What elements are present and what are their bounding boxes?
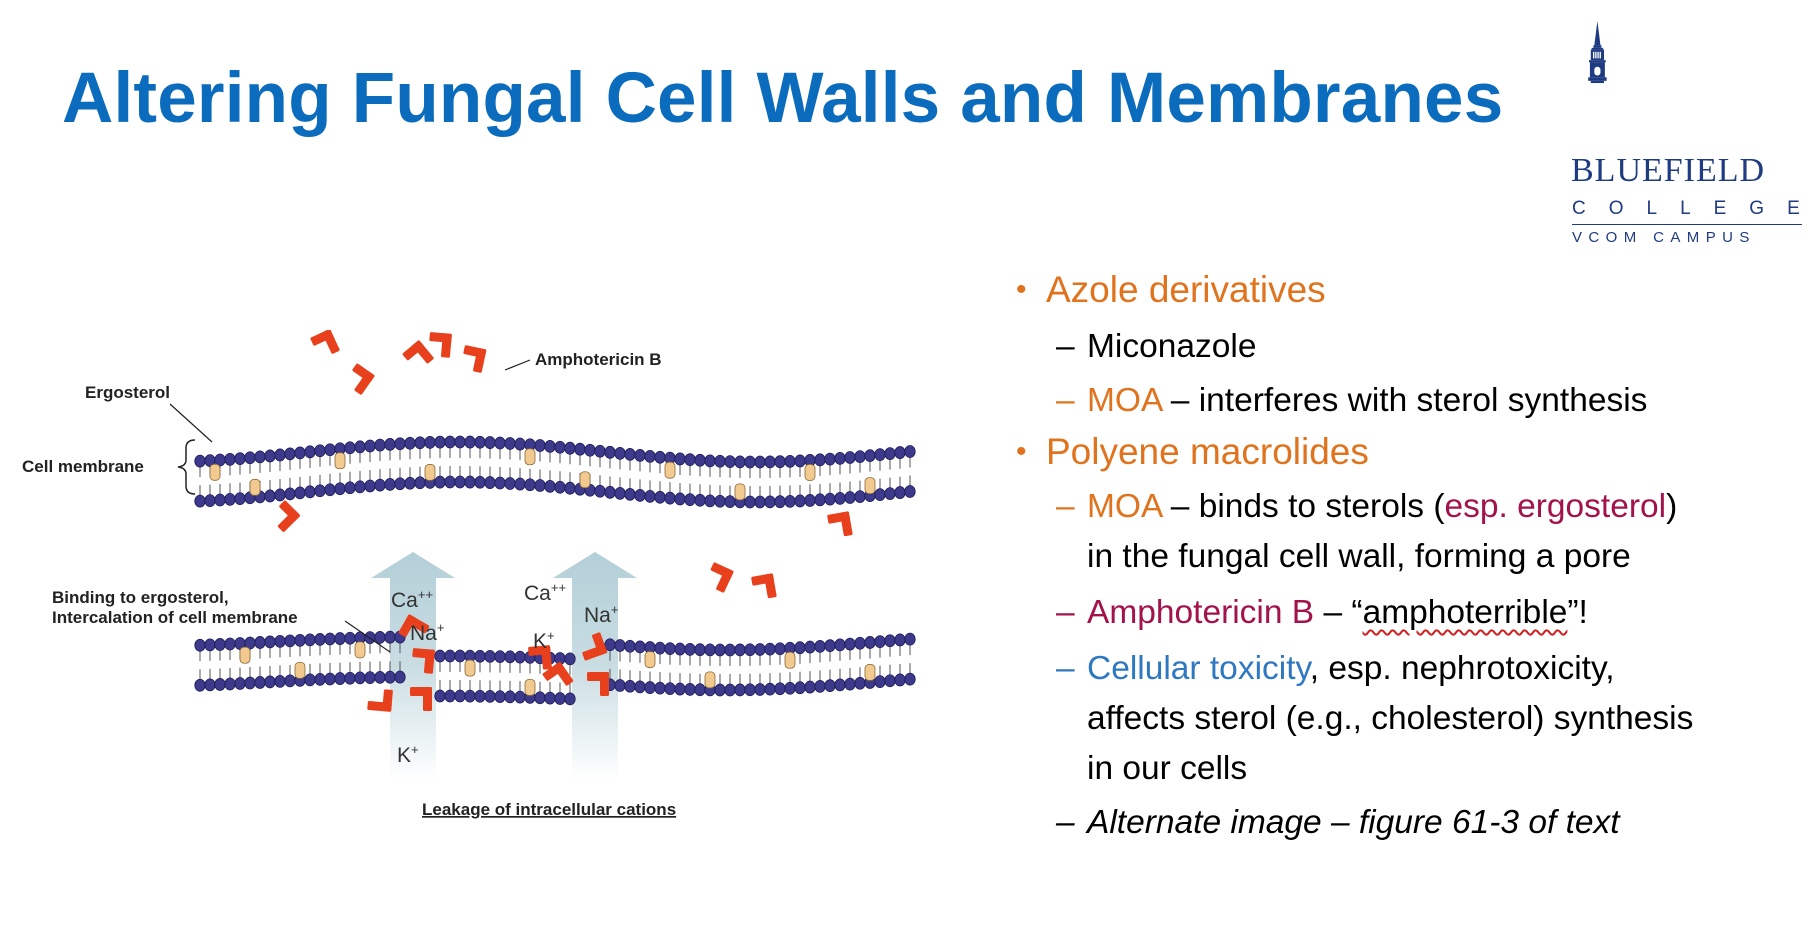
amphotericin-molecule: [710, 562, 734, 593]
polyene-moa-close: ): [1666, 488, 1678, 525]
azole-item-moa: – MOA – interferes with sterol synthesis: [1016, 374, 1816, 428]
slide-title: Altering Fungal Cell Walls and Membranes: [62, 59, 1504, 138]
amphotericin-molecule: [310, 330, 340, 354]
binding-label-line2: Intercalation of cell membrane: [52, 608, 298, 627]
miconazole-text: Miconazole: [1087, 328, 1257, 365]
amphotericin-molecule: [352, 363, 375, 395]
dash: –: [1056, 328, 1075, 365]
amphotericin-molecule: [277, 500, 300, 532]
toxicity-label: Cellular toxicity: [1087, 650, 1310, 687]
azole-moa-label: MOA: [1087, 382, 1162, 419]
polyene-moa-line2: in the fungal cell wall, forming a pore: [1087, 538, 1631, 575]
leakage-arrow-left: [371, 552, 455, 782]
amphotericin-label: Amphotericin B: [535, 350, 662, 369]
logo-divider: [1572, 224, 1802, 225]
amphotericin-molecule: [542, 661, 574, 686]
amphotericin-quote-close: ”!: [1567, 594, 1588, 631]
ion-na-right: Na+: [584, 602, 618, 627]
azole-heading: Azole derivatives: [1046, 269, 1326, 310]
toxicity-line2: affects sterol (e.g., cholesterol) synth…: [1087, 700, 1694, 737]
ion-ca-left: Ca++: [391, 587, 433, 612]
dash: –: [1056, 488, 1075, 525]
logo-subtitle: COLLEGE: [1572, 198, 1816, 219]
membrane-pore-left: [194, 630, 406, 692]
polyene-heading: Polyene macrolides: [1046, 431, 1369, 472]
amphotericin-molecule: [429, 332, 452, 358]
logo-name: BLUEFIELD: [1571, 152, 1766, 189]
amphotericin-molecule: [367, 689, 393, 712]
amphotericin-molecule: [410, 687, 432, 711]
polyene-moa-esp: esp. ergosterol: [1444, 488, 1667, 525]
membrane-diagram: Amphotericin B Ergosterol Cell membrane …: [22, 330, 916, 819]
toxicity-line3: in our cells: [1087, 750, 1248, 787]
binding-pointer: [344, 620, 391, 653]
bullet-list: • Azole derivatives – Miconazole – MOA –…: [1016, 268, 1816, 850]
bullet-polyene: • Polyene macrolides: [1016, 430, 1816, 474]
logo-campus: VCOM CAMPUS: [1572, 229, 1756, 246]
bullet-dot: •: [1016, 273, 1027, 306]
polyene-moa-label: MOA: [1087, 488, 1162, 525]
bullet-dot: •: [1016, 435, 1027, 468]
toxicity-text: , esp. nephrotoxicity,: [1309, 650, 1615, 687]
amphotericin-molecule: [398, 614, 430, 637]
amphotericin-pointer: [504, 359, 531, 371]
leakage-arrow-right: [553, 552, 637, 782]
chapel-tower-icon: [1588, 21, 1607, 84]
cell-membrane-label: Cell membrane: [22, 457, 144, 476]
polyene-item-amphotericin: – Amphotericin B – “amphoterrible”!: [1016, 586, 1816, 640]
ergosterol-pointer: [169, 403, 213, 443]
azole-moa-text: – interferes with sterol synthesis: [1161, 382, 1648, 419]
amphotericin-molecule: [827, 511, 853, 537]
amphotericin-nickname: amphoterrible: [1362, 594, 1568, 631]
leakage-label: Leakage of intracellular cations: [422, 800, 676, 819]
amphotericin-molecule: [402, 340, 434, 364]
cell-membrane-bilayer: [194, 435, 916, 509]
amphotericin-molecule: [412, 648, 435, 674]
polyene-item-moa: – MOA – binds to sterols (esp. ergostero…: [1016, 482, 1816, 582]
amphotericin-text: Amphotericin B: [1087, 594, 1315, 631]
alternate-image-text: Alternate image – figure 61-3 of text: [1087, 804, 1620, 841]
binding-label-line1: Binding to ergosterol,: [52, 588, 229, 607]
ergosterol-label: Ergosterol: [85, 383, 170, 402]
amphotericin-quote-open: – “: [1314, 594, 1363, 631]
ion-ca-right: Ca++: [524, 580, 566, 605]
amphotericin-molecule: [582, 632, 608, 661]
amphotericin-molecule: [751, 573, 777, 599]
ion-na-left: Na+: [410, 620, 444, 645]
cell-membrane-brace: [177, 439, 196, 495]
ion-k-left: K+: [397, 742, 419, 767]
polyene-item-alternate: – Alternate image – figure 61-3 of text: [1016, 796, 1816, 850]
polyene-item-toxicity: – Cellular toxicity, esp. nephrotoxicity…: [1016, 644, 1816, 794]
dash: –: [1056, 382, 1075, 419]
amphotericin-molecule: [528, 645, 552, 670]
membrane-pore-middle: [434, 649, 576, 706]
dash: –: [1056, 594, 1075, 631]
dash: –: [1056, 650, 1075, 687]
amphotericin-molecule: [463, 345, 487, 373]
bullet-azole: • Azole derivatives: [1016, 268, 1816, 312]
dash: –: [1056, 804, 1075, 841]
azole-item-miconazole: – Miconazole: [1016, 320, 1816, 374]
ion-k-right: K+: [533, 628, 555, 653]
membrane-pore-right: [604, 632, 916, 697]
polyene-moa-text: – binds to sterols (: [1161, 488, 1445, 525]
amphotericin-molecule: [587, 672, 609, 696]
